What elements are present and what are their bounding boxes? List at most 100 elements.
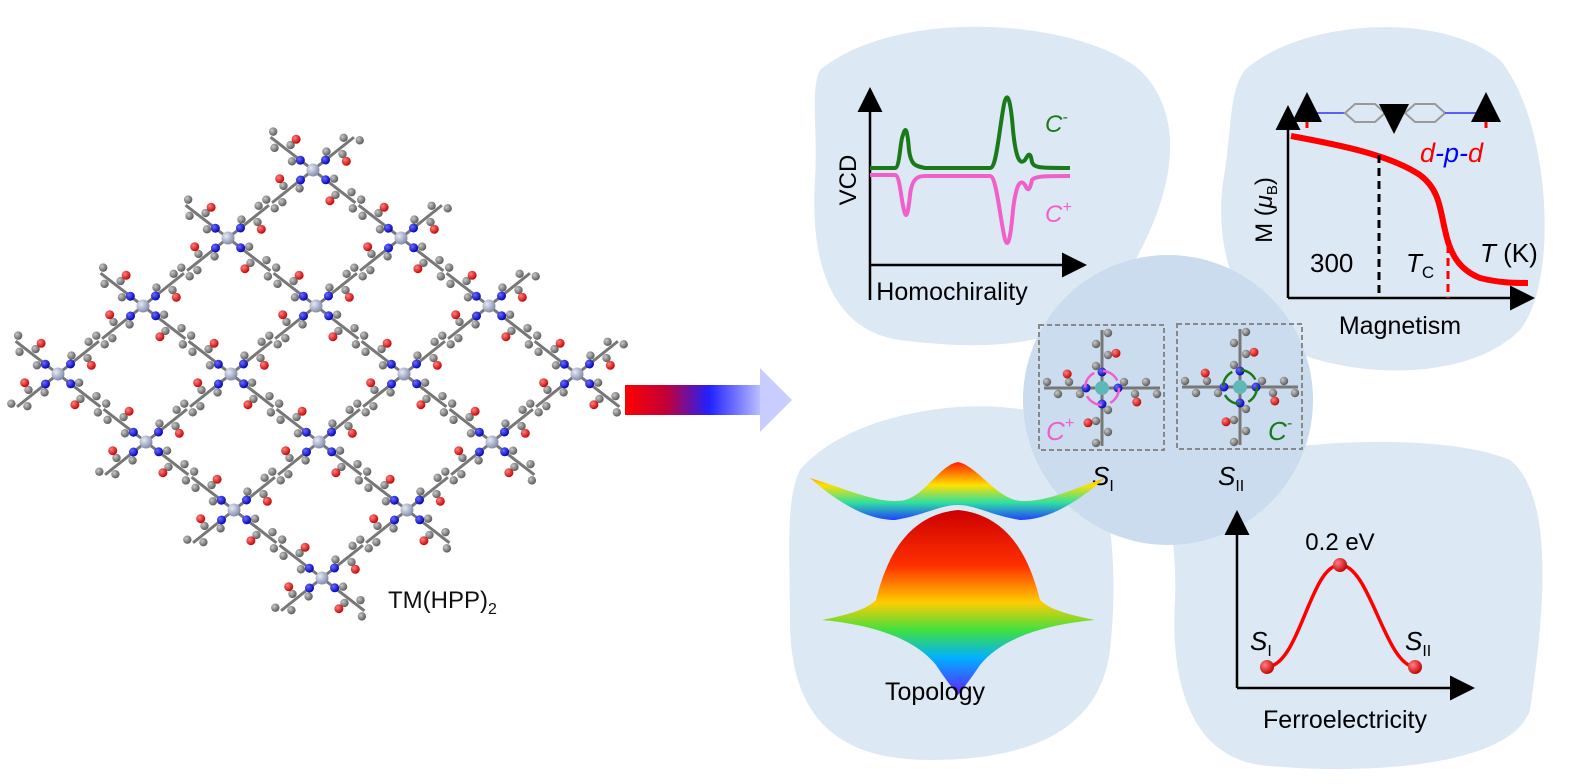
nitrogen-atom — [326, 427, 336, 437]
carbon-atom — [1091, 416, 1101, 426]
carbon-atom — [205, 361, 215, 370]
bond — [274, 304, 317, 340]
state-s1-molecule — [1042, 328, 1162, 448]
metal-atom — [570, 367, 584, 381]
carbon-atom — [259, 489, 268, 499]
carbon-atom — [188, 408, 197, 417]
carbon-atom — [532, 331, 542, 340]
carbon-atom — [559, 388, 568, 397]
bond — [321, 576, 366, 612]
nitrogen-atom — [295, 155, 305, 165]
bond — [488, 304, 533, 340]
carbon-atom — [208, 497, 218, 506]
bond — [362, 372, 405, 408]
nitrogen-atom — [327, 447, 337, 457]
oxygen-atom — [206, 202, 216, 212]
bond — [99, 272, 144, 308]
oxygen-atom — [589, 400, 599, 410]
oxygen-atom — [297, 406, 307, 416]
carbon-atom — [619, 340, 628, 349]
oxygen-atom — [256, 224, 266, 234]
oxygen-atom — [284, 582, 294, 592]
bond — [312, 168, 357, 204]
carbon-atom — [13, 331, 23, 340]
oxygen-atom — [20, 378, 30, 388]
oxygen-atom — [278, 310, 288, 320]
carbon-atom — [253, 217, 262, 227]
carbon-atom — [177, 323, 186, 333]
nitrogen-atom — [500, 447, 510, 457]
carbon-atom — [265, 391, 274, 401]
carbon-atom — [471, 320, 480, 329]
carbon-atom — [526, 459, 535, 469]
oxygen-atom — [36, 338, 46, 348]
carbon-atom — [340, 598, 349, 608]
nitrogen-atom — [414, 495, 424, 505]
carbon-atom — [164, 462, 173, 472]
carbon-atom — [101, 399, 111, 408]
carbon-atom — [290, 293, 300, 302]
bond — [184, 204, 229, 240]
carbon-atom — [268, 527, 277, 537]
carbon-atom — [342, 269, 351, 279]
oxygen-atom — [1200, 368, 1210, 378]
right-state-label: SII — [1405, 626, 1431, 660]
carbon-atom — [262, 195, 271, 204]
carbon-atom — [181, 476, 191, 485]
carbon-atom — [331, 190, 340, 200]
carbon-atom — [350, 263, 359, 272]
carbon-atom — [189, 467, 199, 476]
ferroelectricity-title: Ferroelectricity — [1263, 706, 1427, 734]
bond — [533, 340, 578, 376]
carbon-atom — [200, 521, 209, 531]
carbon-atom — [237, 215, 246, 224]
carbon-atom — [432, 489, 441, 499]
carbon-atom — [171, 421, 180, 431]
oxygen-atom — [331, 468, 341, 478]
carbon-atom — [287, 605, 296, 615]
oxygen-atom — [158, 468, 168, 478]
bond — [227, 204, 270, 240]
carbon-atom — [550, 344, 559, 354]
carbon-atom — [435, 255, 444, 265]
bond — [403, 340, 446, 376]
nitrogen-atom — [301, 427, 311, 437]
oxygen-atom — [520, 428, 530, 438]
metal-atom — [1095, 381, 1109, 395]
carbon-atom — [304, 592, 313, 601]
carbon-atom — [23, 401, 32, 411]
carbon-atom — [76, 394, 85, 404]
carbon-atom — [1229, 437, 1239, 447]
carbon-atom — [438, 391, 447, 401]
oxygen-atom — [243, 400, 253, 410]
nitrogen-atom — [1097, 399, 1107, 409]
bond — [280, 576, 323, 612]
bond — [357, 204, 402, 240]
carbon-atom — [1042, 377, 1052, 387]
counterclockwise-rotation-icon — [1221, 368, 1259, 406]
oxygen-atom — [155, 332, 165, 342]
oxygen-atom — [539, 378, 549, 388]
carbon-atom — [373, 521, 382, 531]
carbon-atom — [111, 469, 120, 479]
carbon-atom — [1053, 389, 1063, 399]
bond — [400, 236, 445, 272]
bond — [230, 340, 273, 376]
carbon-atom — [358, 211, 367, 221]
carbon-atom — [514, 285, 523, 295]
carbon-atom — [193, 265, 202, 275]
nitrogen-atom — [411, 359, 421, 369]
tm-hpp2-framework-structure — [7, 127, 628, 621]
nitrogen-atom — [298, 291, 308, 301]
carbon-atom — [100, 340, 109, 349]
bond — [406, 476, 449, 512]
nitrogen-atom — [383, 223, 393, 233]
carbon-atom — [67, 351, 76, 360]
carbon-atom — [361, 347, 370, 357]
carbon-atom — [457, 469, 466, 479]
metal-atom — [400, 503, 414, 517]
carbon-atom — [172, 405, 181, 415]
carbon-atom — [282, 317, 291, 327]
carbon-atom — [1064, 377, 1074, 387]
bond — [450, 440, 493, 476]
